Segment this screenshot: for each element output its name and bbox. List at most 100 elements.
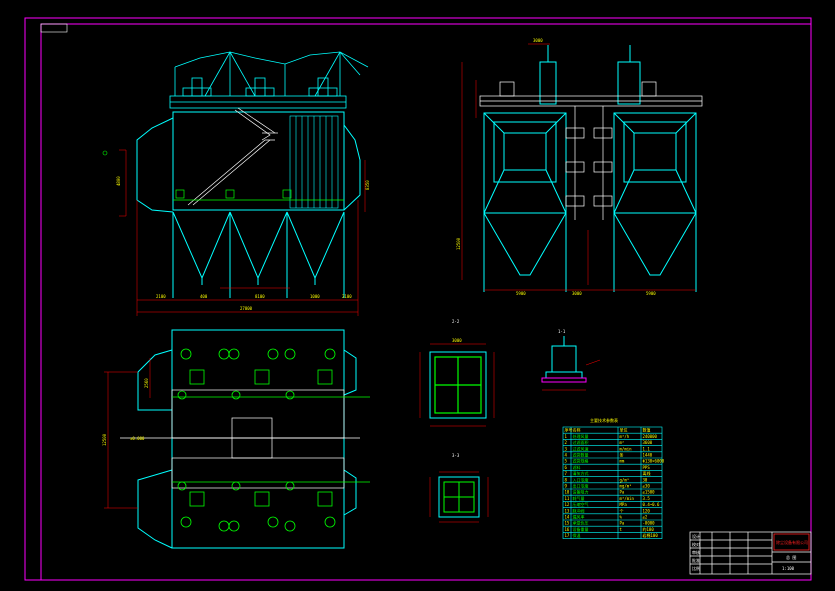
title-block-drawing-name: 总 图: [786, 554, 796, 560]
table-cell: 滤袋数量: [573, 452, 589, 458]
table-cell: Pa: [620, 490, 625, 495]
table-header-cell: 名称: [573, 427, 581, 433]
table-cell: 过滤面积: [573, 439, 589, 445]
table-cell: t: [620, 527, 623, 532]
table-cell: 120: [643, 508, 651, 513]
table-header-cell: 单位: [620, 427, 628, 433]
table-cell: 约180: [643, 526, 655, 532]
title-block-label: 设计: [692, 533, 700, 539]
table-cell: ≤1500: [643, 490, 656, 495]
table-cell: ≤30: [643, 484, 651, 489]
table-cell: 滤袋规格: [573, 458, 589, 464]
table-cell: 处理风量: [573, 433, 589, 439]
table-cell: 承受负压: [573, 520, 589, 526]
front-dim-bottom-right: 2100: [342, 294, 352, 299]
table-cell: 6: [565, 465, 568, 470]
detail-hatch-dim-top: 3000: [452, 338, 462, 343]
table-cell: 离线: [643, 470, 651, 476]
table-cell: 15: [565, 521, 570, 526]
table-cell: 条: [620, 452, 624, 458]
table-cell: 11: [565, 496, 570, 501]
table-cell: 清灰方式: [573, 470, 589, 476]
table-cell: 耗气量: [573, 495, 585, 501]
table-cell: 漏风率: [573, 514, 585, 520]
detail-hatch-view: 2-2 3000: [419, 319, 495, 427]
table-cell: 0.4~0.6: [643, 502, 660, 507]
title-block-label: 校对: [692, 541, 700, 547]
side-dim-width-c: 5900: [646, 291, 656, 296]
table-cell: 个: [620, 508, 624, 513]
table-cell: 30: [643, 477, 648, 482]
table-cell: 12: [565, 502, 570, 507]
table-cell: 2: [565, 440, 568, 445]
side-dim-width-a: 5900: [516, 291, 526, 296]
plan-dim-height: 12500: [102, 433, 107, 446]
table-cell: mm: [620, 459, 625, 464]
table-cell: 17: [565, 533, 570, 538]
table-cell: Pa: [620, 521, 625, 526]
table-cell: m³/h: [620, 434, 630, 439]
front-dim-bottom-mid1: 400: [200, 294, 208, 299]
table-cell: 1: [565, 434, 568, 439]
table-header-cell: 数值: [643, 427, 651, 433]
detail-small-title: 3-3: [452, 453, 460, 458]
detail-small-view: 3-3: [429, 453, 489, 523]
front-elevation-view: 2100 400 8100 1000 2100 27800 4800 8350: [102, 51, 370, 316]
table-cell: Φ130×6000: [643, 459, 665, 464]
table-cell: 9: [565, 484, 568, 489]
detail-hatch-title: 2-2: [452, 319, 460, 324]
detail-inlet-view: 1-1: [541, 329, 601, 391]
table-cell: 1440: [643, 453, 653, 458]
table-cell: 10: [565, 490, 570, 495]
title-block-label: 审核: [692, 549, 700, 555]
table-cell: 脉冲阀: [573, 507, 585, 513]
side-dim-width-b: 3000: [572, 291, 582, 296]
table-header-cell: 序号: [565, 427, 573, 433]
title-block-label: 比例: [692, 565, 700, 571]
table-cell: 3.5: [643, 496, 651, 501]
table-cell: 3: [565, 446, 568, 451]
plan-dim-side: 2560: [144, 378, 149, 388]
table-cell: mg/m³: [620, 484, 632, 489]
side-dim-top: 3000: [533, 38, 543, 43]
front-dim-total: 27800: [240, 306, 253, 311]
table-cell: 4: [565, 453, 568, 458]
table-cell: m³/min: [620, 496, 635, 501]
table-cell: 240000: [643, 434, 658, 439]
table-cell: 入口浓度: [573, 476, 589, 482]
front-dim-bottom-mid2: 8100: [255, 294, 265, 299]
table-cell: 3600: [643, 440, 653, 445]
front-dim-height-upper: 4800: [116, 176, 121, 186]
plan-level-label: ±0.000: [130, 436, 145, 441]
table-cell: 8: [565, 477, 568, 482]
title-block-company: 除尘设备有限公司: [776, 539, 808, 545]
table-cell: 岩棉100: [643, 532, 659, 538]
parameter-table-title: 主要技术参数表: [590, 417, 618, 423]
table-cell: 16: [565, 527, 570, 532]
front-dim-bottom-mid3: 1000: [310, 294, 320, 299]
table-cell: 5: [565, 459, 568, 464]
table-cell: 13: [565, 508, 570, 513]
table-cell: 出口浓度: [573, 483, 589, 489]
front-dim-bottom-left: 2100: [156, 294, 166, 299]
table-cell: 滤料: [573, 464, 581, 470]
table-cell: PPS: [643, 465, 651, 470]
table-cell: 过滤风速: [573, 445, 589, 451]
front-dim-height-lower: 8350: [365, 180, 370, 190]
table-cell: 设备阻力: [573, 489, 589, 495]
table-cell: -8000: [643, 521, 656, 526]
table-cell: g/m³: [620, 477, 630, 482]
side-elevation-view: 5900 3000 5900 12500 3000: [456, 38, 703, 296]
table-cell: ≤2: [643, 515, 648, 520]
table-cell: %: [620, 515, 623, 520]
drawing-frame: [24, 17, 812, 581]
detail-inlet-title: 1-1: [558, 329, 566, 334]
title-block-label: 批准: [692, 557, 700, 563]
table-cell: m/min: [620, 446, 633, 451]
title-block-scale: 1:100: [782, 566, 795, 571]
table-cell: 14: [565, 515, 570, 520]
table-cell: 压缩空气: [573, 501, 589, 507]
